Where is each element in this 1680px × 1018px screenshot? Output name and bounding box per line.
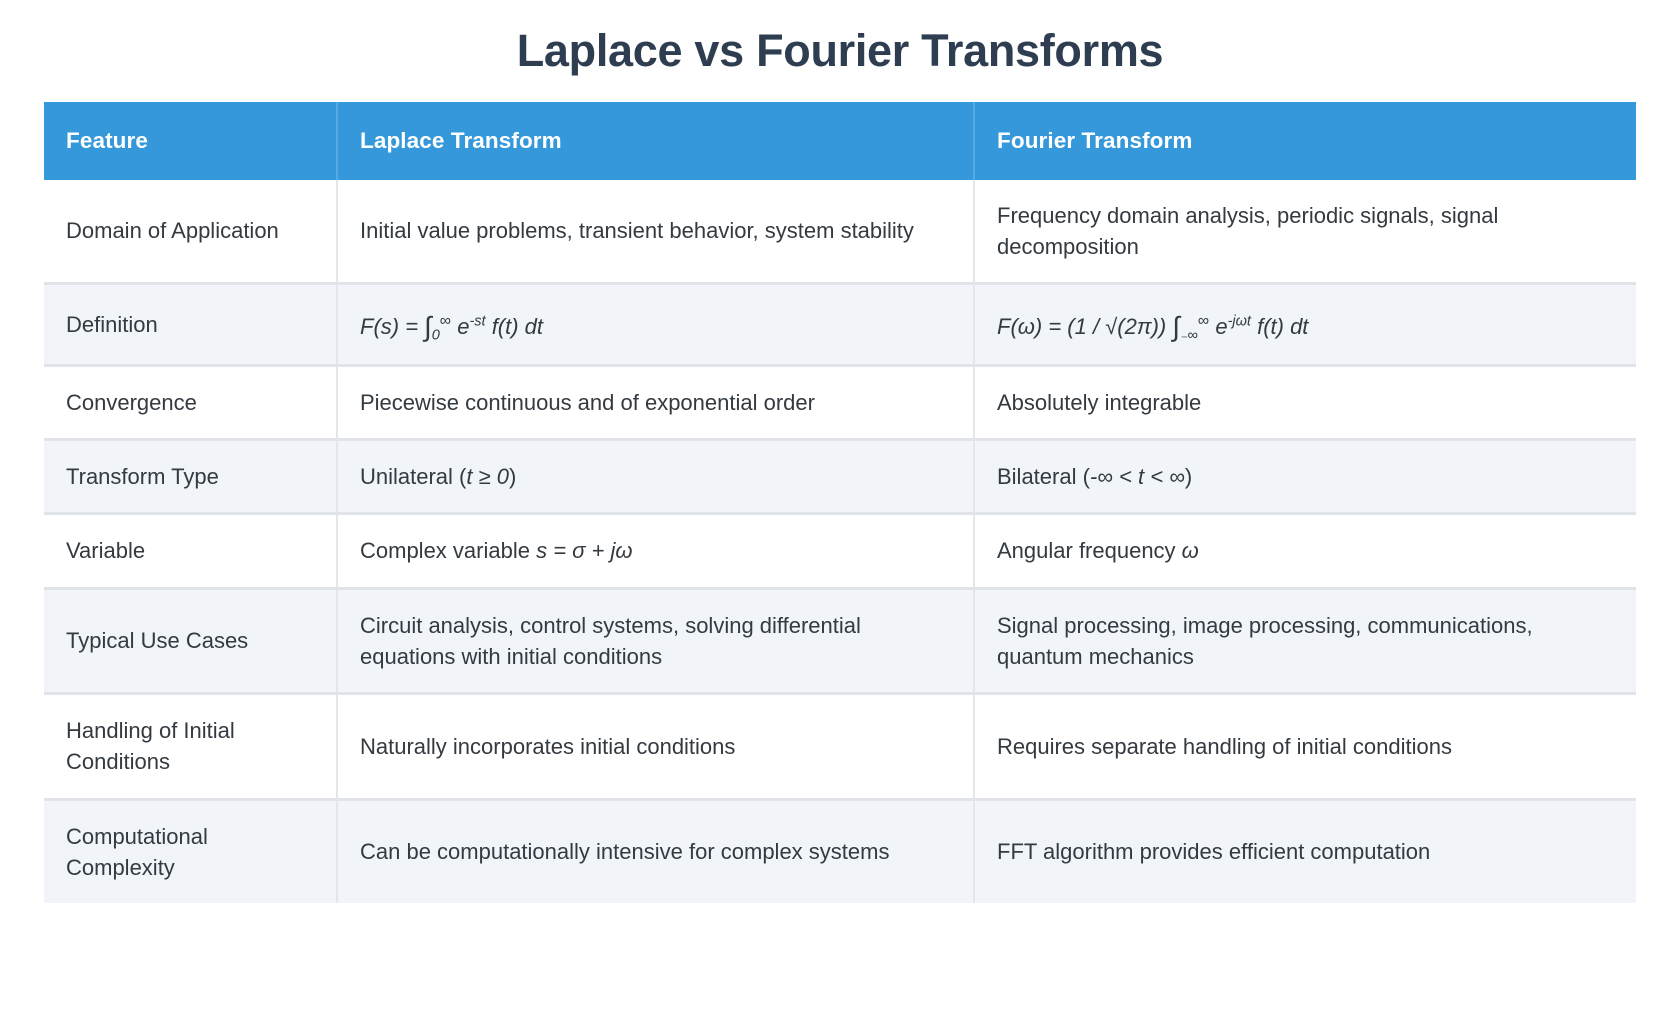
table-row: Typical Use Cases Circuit analysis, cont… — [44, 588, 1636, 696]
formula-exponent: -jωt — [1227, 313, 1251, 330]
cell-feature: Variable — [44, 513, 338, 590]
formula-body: e — [451, 313, 470, 339]
cell-laplace: Piecewise continuous and of exponential … — [337, 365, 975, 442]
math-expression: t ≥ 0 — [466, 464, 510, 490]
cell-feature: Definition — [44, 283, 338, 368]
cell-laplace: Can be computationally intensive for com… — [337, 799, 975, 904]
formula-upper-limit: ∞ — [439, 312, 452, 330]
formula-lhs: F(ω) = (1 / √(2π)) — [997, 313, 1173, 339]
cell-fourier: Angular frequency ω — [974, 513, 1636, 590]
table-container: Feature Laplace Transform Fourier Transf… — [44, 101, 1636, 904]
column-header-laplace: Laplace Transform — [337, 101, 975, 180]
formula-tail: f(t) dt — [485, 313, 544, 339]
laplace-definition-formula: F(s) = ∫0∞ e-st f(t) dt — [360, 311, 544, 343]
text-prefix: Unilateral ( — [360, 464, 467, 490]
variable-laplace: Complex variable s = σ + jω — [360, 538, 633, 563]
table-row: Computational Complexity Can be computat… — [44, 799, 1636, 904]
fourier-definition-formula: F(ω) = (1 / √(2π)) ∫₋∞∞ e-jωt f(t) dt — [997, 311, 1309, 343]
transform-type-laplace: Unilateral (t ≥ 0) — [360, 464, 516, 489]
cell-fourier: Signal processing, image processing, com… — [974, 588, 1636, 696]
cell-feature: Typical Use Cases — [44, 588, 338, 696]
math-expression: s = σ + jω — [536, 538, 633, 564]
formula-lhs: F(s) = — [360, 313, 425, 339]
cell-feature: Transform Type — [44, 439, 338, 516]
cell-fourier: Requires separate handling of initial co… — [974, 693, 1636, 801]
cell-laplace: Complex variable s = σ + jω — [337, 513, 975, 590]
text-prefix: Complex variable — [360, 538, 537, 564]
cell-feature: Convergence — [44, 365, 338, 442]
cell-laplace: Initial value problems, transient behavi… — [337, 179, 975, 285]
transform-type-fourier: Bilateral (-∞ < t < ∞) — [997, 464, 1192, 489]
table-row: Variable Complex variable s = σ + jω Ang… — [44, 513, 1636, 590]
formula-body: e — [1209, 313, 1228, 339]
formula-upper-limit: ∞ — [1197, 312, 1210, 330]
table-row: Definition F(s) = ∫0∞ e-st f(t) dt F(ω) … — [44, 283, 1636, 368]
cell-fourier: F(ω) = (1 / √(2π)) ∫₋∞∞ e-jωt f(t) dt — [974, 283, 1636, 368]
table-header: Feature Laplace Transform Fourier Transf… — [44, 101, 1636, 180]
cell-fourier: FFT algorithm provides efficient computa… — [997, 839, 1431, 865]
cell-laplace: F(s) = ∫0∞ e-st f(t) dt — [337, 283, 975, 368]
text-prefix: Bilateral ( — [997, 464, 1090, 490]
cell-fourier: Frequency domain analysis, periodic sign… — [974, 179, 1636, 285]
math-expression: ω — [1181, 538, 1199, 564]
cell-laplace: Circuit analysis, control systems, solvi… — [337, 588, 975, 696]
cell-laplace: Unilateral (t ≥ 0) — [337, 439, 975, 516]
text-suffix: ) — [509, 464, 517, 490]
integral-icon: ∫ — [1172, 310, 1180, 342]
table-row: Convergence Piecewise continuous and of … — [44, 365, 1636, 442]
table-row: Handling of Initial Conditions Naturally… — [44, 693, 1636, 801]
table-body: Domain of Application Initial value prob… — [44, 179, 1636, 904]
page-title: Laplace vs Fourier Transforms — [516, 25, 1164, 76]
table-row: Transform Type Unilateral (t ≥ 0) Bilate… — [44, 439, 1636, 516]
table-row: Domain of Application Initial value prob… — [44, 179, 1636, 285]
cell-feature: Handling of Initial Conditions — [44, 693, 338, 801]
text-prefix: Angular frequency — [997, 538, 1182, 564]
cell-laplace: Naturally incorporates initial condition… — [337, 693, 975, 801]
variable-fourier: Angular frequency ω — [997, 538, 1199, 563]
laplace-fourier-comparison-table: Feature Laplace Transform Fourier Transf… — [44, 101, 1636, 904]
math-expression: -∞ < t < ∞ — [1089, 464, 1185, 490]
formula-lower-limit: ₋∞ — [1179, 327, 1198, 344]
cell-feature: Domain of Application — [44, 179, 338, 285]
formula-lower-limit: 0 — [431, 327, 440, 344]
table-header-row: Feature Laplace Transform Fourier Transf… — [44, 101, 1636, 180]
formula-exponent: -st — [469, 313, 486, 330]
text-suffix: ) — [1184, 464, 1193, 490]
cell-fourier: Absolutely integrable — [974, 365, 1636, 442]
cell-feature: Computational Complexity — [44, 799, 338, 904]
cell-fourier: Bilateral (-∞ < t < ∞) — [974, 439, 1636, 516]
integral-icon: ∫ — [424, 310, 432, 342]
column-header-fourier: Fourier Transform — [974, 101, 1636, 180]
column-header-feature: Feature — [44, 101, 338, 180]
formula-tail: f(t) dt — [1250, 313, 1309, 339]
